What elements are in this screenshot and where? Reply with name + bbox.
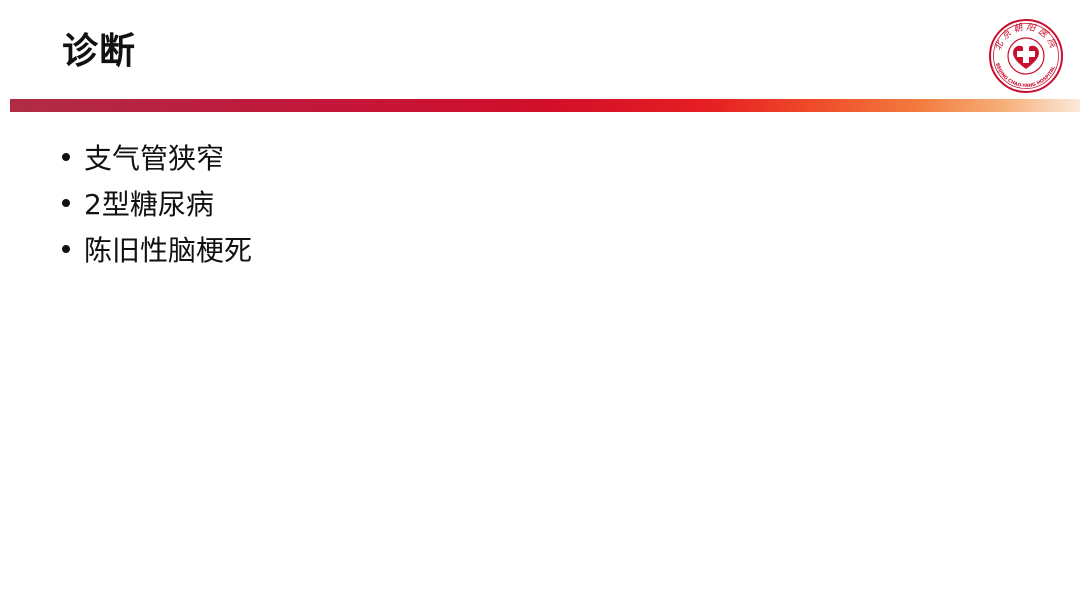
title-divider-bar bbox=[10, 99, 1080, 112]
bullet-dot-icon bbox=[62, 199, 70, 207]
list-item: 陈旧性脑梗死 bbox=[60, 226, 252, 272]
bullet-text: 支气管狭窄 bbox=[84, 142, 225, 175]
list-item: 支气管狭窄 bbox=[60, 134, 252, 180]
hospital-logo: 北 京 朝 阳 医 院 BEIJING CHAO-YANG HOSPITAL bbox=[987, 17, 1065, 95]
bullet-text: 陈旧性脑梗死 bbox=[84, 234, 253, 267]
bullet-text: 2型糖尿病 bbox=[84, 188, 214, 221]
hospital-seal-icon: 北 京 朝 阳 医 院 BEIJING CHAO-YANG HOSPITAL bbox=[989, 19, 1063, 93]
bullet-dot-icon bbox=[62, 245, 70, 253]
list-item: 2型糖尿病 bbox=[60, 180, 252, 226]
slide-title: 诊断 bbox=[62, 31, 137, 72]
bullet-list: 支气管狭窄 2型糖尿病 陈旧性脑梗死 bbox=[60, 134, 252, 272]
bullet-dot-icon bbox=[62, 153, 70, 161]
